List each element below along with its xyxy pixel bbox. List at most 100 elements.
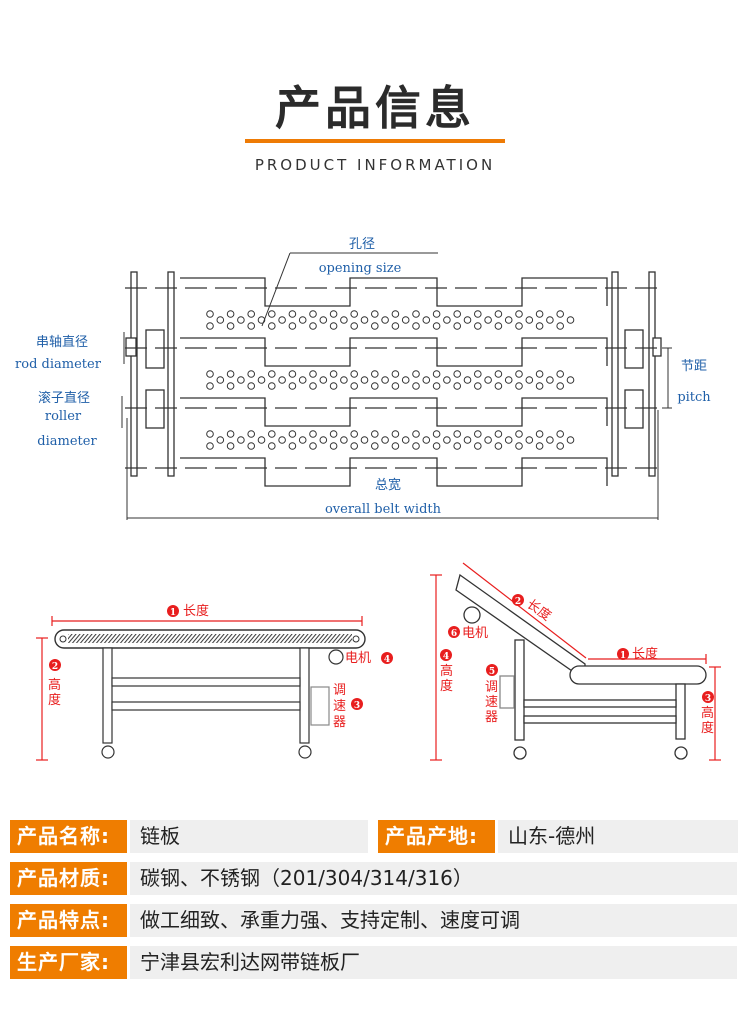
roller-diameter-cn: 滚子直径 xyxy=(38,390,90,406)
hole xyxy=(371,430,379,438)
hole xyxy=(226,322,235,330)
svg-text:高: 高 xyxy=(440,663,453,679)
hole xyxy=(371,382,379,390)
horizontal-length-label: 长度 xyxy=(632,646,658,662)
side-chain-right xyxy=(611,271,662,477)
spec-key: 产品产地: xyxy=(378,820,495,853)
hole xyxy=(432,310,441,318)
center-lines xyxy=(125,287,662,469)
badge-2 xyxy=(49,659,61,671)
hole xyxy=(298,316,307,324)
page-subtitle: PRODUCT INFORMATION xyxy=(254,156,496,174)
hole xyxy=(515,370,523,378)
hole xyxy=(525,376,534,384)
hole xyxy=(494,382,503,390)
belt-surface xyxy=(68,634,352,643)
hole xyxy=(257,376,266,384)
hole xyxy=(288,442,297,450)
hole xyxy=(494,370,503,378)
hole xyxy=(206,382,214,390)
hole xyxy=(453,310,462,318)
title-underline xyxy=(245,139,505,143)
hole xyxy=(515,382,523,390)
badge-1 xyxy=(167,605,179,617)
hole xyxy=(206,430,214,438)
hole xyxy=(556,382,565,390)
dimension-lines xyxy=(121,252,672,520)
hole xyxy=(309,430,317,438)
hole xyxy=(391,430,400,438)
svg-text:2: 2 xyxy=(52,662,58,672)
hole xyxy=(216,436,225,444)
chain-plate-diagram: 孔径 opening size 串轴直径 rod diameter 滚子直径 r… xyxy=(15,237,711,520)
hole xyxy=(329,382,338,390)
belt-holes xyxy=(206,310,575,450)
spec-value: 宁津县宏利达网带链板厂 xyxy=(130,946,737,979)
hole xyxy=(226,442,235,450)
flat-controller-1: 调 xyxy=(333,683,346,698)
hole xyxy=(391,442,400,450)
hole xyxy=(268,370,276,378)
pitch-cn: 节距 xyxy=(681,359,707,374)
hole xyxy=(504,436,513,444)
hole xyxy=(371,370,379,378)
hole xyxy=(463,376,472,384)
hole xyxy=(298,376,307,384)
hole xyxy=(226,382,235,390)
flat-controller-3: 器 xyxy=(333,715,346,730)
hole xyxy=(206,322,214,330)
svg-text:1: 1 xyxy=(620,651,626,661)
hole xyxy=(278,436,286,444)
hole xyxy=(422,316,431,324)
hole xyxy=(226,370,235,378)
hole xyxy=(247,322,255,330)
hole xyxy=(556,310,565,318)
hole xyxy=(350,382,359,390)
hole xyxy=(350,370,359,378)
hole xyxy=(401,316,410,324)
hole xyxy=(556,430,565,438)
hole xyxy=(206,442,214,450)
hole xyxy=(504,316,513,324)
opening-size-en: opening size xyxy=(319,261,402,276)
overall-width-en: overall belt width xyxy=(325,502,442,517)
incline-conveyor-diagram: 2 长度 1 长度 6 电机 4 高度 5 调速器 3 高度 xyxy=(430,562,721,761)
hole xyxy=(474,310,482,318)
spec-key: 产品特点: xyxy=(10,904,127,937)
hole xyxy=(443,316,451,324)
spec-value: 山东-德州 xyxy=(498,820,738,853)
hole xyxy=(237,436,245,444)
rod-diameter-cn: 串轴直径 xyxy=(36,335,88,350)
hole xyxy=(226,430,235,438)
hole xyxy=(412,370,420,378)
svg-text:速: 速 xyxy=(485,695,498,710)
hole xyxy=(340,376,348,384)
hole xyxy=(432,322,441,330)
spec-row-manufacturer: 生产厂家: 宁津县宏利达网带链板厂 xyxy=(10,946,737,979)
hole xyxy=(288,430,297,438)
hole xyxy=(504,376,513,384)
hole xyxy=(381,316,389,324)
hole xyxy=(412,310,420,318)
hole xyxy=(494,442,503,450)
hole xyxy=(340,436,348,444)
hole xyxy=(556,322,565,330)
hole xyxy=(319,436,328,444)
hole xyxy=(453,430,462,438)
hole xyxy=(288,382,297,390)
hole xyxy=(535,370,544,378)
hole xyxy=(422,436,431,444)
hole xyxy=(329,322,338,330)
rod-diameter-en: rod diameter xyxy=(15,357,102,372)
hole xyxy=(247,370,255,378)
spec-value: 碳钢、不锈钢（201/304/314/316） xyxy=(130,862,737,895)
roller-diameter-en-1: roller xyxy=(45,409,82,424)
hole xyxy=(515,442,523,450)
plate-edge xyxy=(180,397,608,427)
hole xyxy=(298,436,307,444)
hole xyxy=(278,376,286,384)
hole xyxy=(494,310,503,318)
hole xyxy=(309,322,317,330)
hole xyxy=(453,322,462,330)
spec-key: 产品材质: xyxy=(10,862,127,895)
